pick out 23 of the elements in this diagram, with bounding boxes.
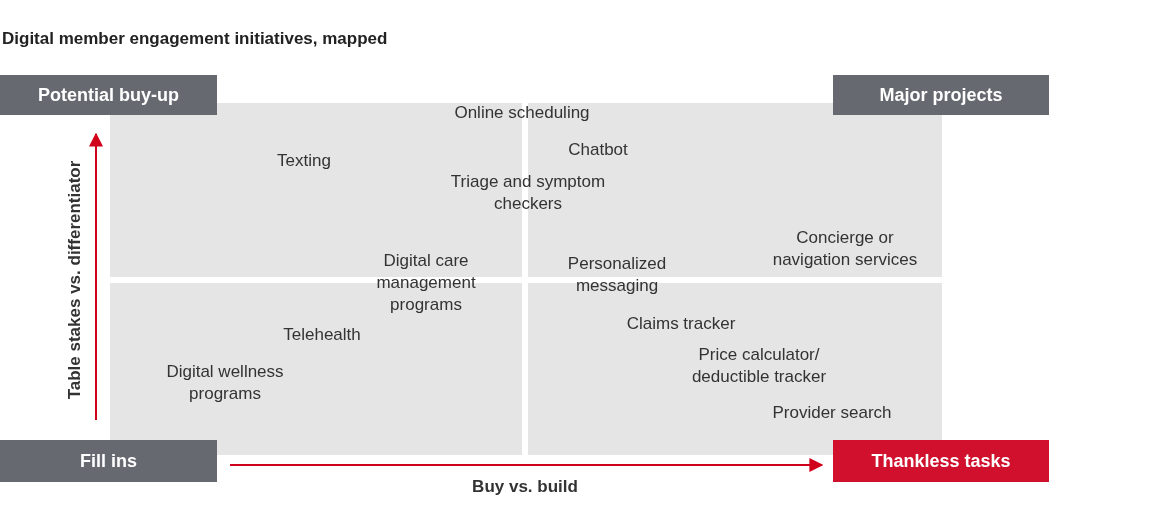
item-label: Online scheduling: [454, 102, 590, 124]
item-label: Triage and symptom checkers: [449, 171, 607, 215]
item-label: Texting: [277, 150, 331, 172]
item-label: Telehealth: [283, 324, 361, 346]
axis-label: Table stakes vs. differentiator: [64, 160, 85, 400]
item-label: Digital wellness programs: [165, 361, 285, 405]
quadrant-label-box: [0, 75, 217, 115]
quadrant-label: Potential buy-up: [38, 84, 179, 106]
quadrant-label: Fill ins: [80, 450, 137, 472]
axis-label: Buy vs. build: [472, 476, 578, 498]
item-label: Concierge or navigation services: [771, 227, 919, 271]
item-label: Digital care management programs: [375, 250, 477, 316]
quadrant-label: Thankless tasks: [871, 450, 1011, 472]
item-label: Provider search: [772, 402, 892, 424]
quadrant-label-box: [833, 75, 1049, 115]
quadrant-label: Major projects: [879, 84, 1003, 106]
item-label: Personalized messaging: [566, 253, 668, 297]
item-label: Price calculator/ deductible tracker: [690, 344, 828, 388]
quadrant-label-box: [833, 440, 1049, 482]
item-label: Chatbot: [568, 139, 628, 161]
chart-title: Digital member engagement initiatives, mapped: [2, 29, 388, 49]
item-label: Claims tracker: [626, 313, 736, 335]
quadrant-label-box: [0, 440, 217, 482]
